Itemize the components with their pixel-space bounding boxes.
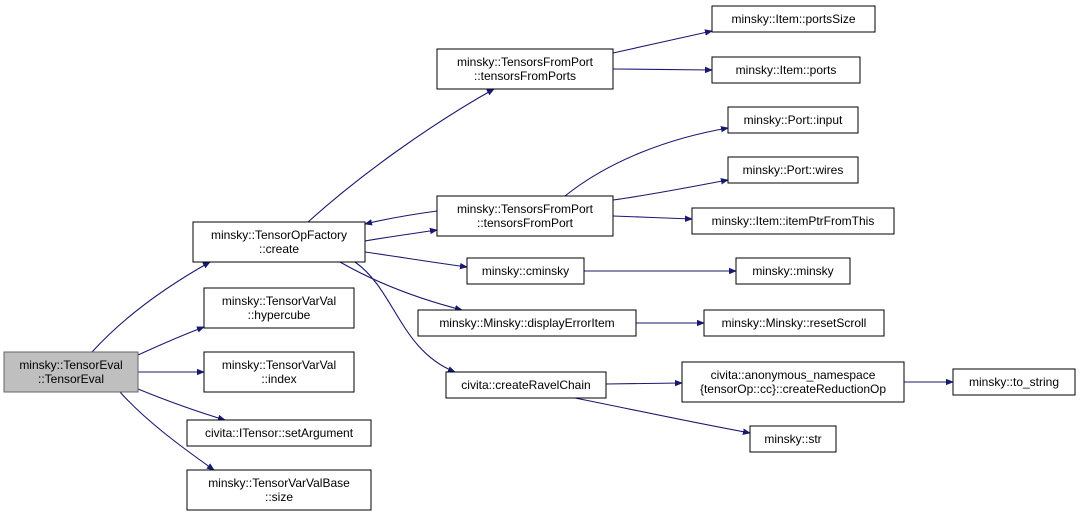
node-port_wires[interactable]: minsky::Port::wires xyxy=(727,156,859,184)
node-label: minsky::Port::wires xyxy=(743,163,844,177)
node-label: minsky::Minsky::resetScroll xyxy=(722,316,867,330)
node-label: minsky::str xyxy=(764,432,821,446)
node-label: ::size xyxy=(265,490,293,504)
node-label: minsky::TensorEval xyxy=(19,358,122,372)
node-box xyxy=(703,309,885,337)
node-box xyxy=(735,257,851,285)
edge-tensoreval-to-itensor_setargument xyxy=(137,388,225,420)
node-label: minsky::TensorsFromPort xyxy=(457,202,594,216)
node-label: ::tensorsFromPorts xyxy=(474,69,576,83)
edge-createravelchain-to-str xyxy=(574,397,750,433)
node-box xyxy=(466,257,585,285)
edge-tfp_tensorsfromport-to-port_input xyxy=(564,128,728,197)
node-box xyxy=(203,351,355,393)
node-item_ports[interactable]: minsky::Item::ports xyxy=(711,56,861,84)
node-label: minsky::to_string xyxy=(969,375,1059,389)
node-box xyxy=(727,106,859,134)
node-opfactory_create[interactable]: minsky::TensorOpFactory::create xyxy=(192,221,366,263)
node-item_portssize[interactable]: minsky::Item::portsSize xyxy=(711,5,876,33)
node-tensoreval[interactable]: minsky::TensorEval::TensorEval xyxy=(3,351,139,393)
node-label: ::index xyxy=(261,372,296,386)
node-box xyxy=(711,5,876,33)
edge-tfp_tensorsfromport-to-item_itemptrfromthis xyxy=(612,216,692,219)
node-label: minsky::TensorVarVal xyxy=(222,294,336,308)
node-tfp_tensorsfromport[interactable]: minsky::TensorsFromPort::tensorsFromPort xyxy=(436,195,614,237)
node-tfp_tensorsfromports[interactable]: minsky::TensorsFromPort::tensorsFromPort… xyxy=(436,48,614,90)
node-box xyxy=(203,287,355,329)
edge-opfactory_create-to-tfp_tensorsfromport xyxy=(364,230,437,242)
node-label: minsky::Item::itemPtrFromThis xyxy=(712,214,875,228)
node-box xyxy=(445,371,607,399)
node-box xyxy=(711,56,861,84)
edge-tensoreval-to-varvalbase_size xyxy=(119,391,214,470)
node-varval_index[interactable]: minsky::TensorVarVal::index xyxy=(203,351,355,393)
node-box xyxy=(192,221,366,263)
edge-opfactory_create-to-displayerroritem xyxy=(339,261,462,310)
node-box xyxy=(749,425,837,453)
node-label: minsky::minsky xyxy=(752,264,833,278)
node-box xyxy=(417,309,637,337)
node-box xyxy=(436,195,614,237)
node-to_string[interactable]: minsky::to_string xyxy=(952,368,1076,396)
nodes-layer: minsky::TensorEval::TensorEvalminsky::Te… xyxy=(3,5,1076,511)
node-box xyxy=(727,156,859,184)
node-label: minsky::TensorOpFactory xyxy=(211,228,347,242)
node-varval_hypercube[interactable]: minsky::TensorVarVal::hypercube xyxy=(203,287,355,329)
edge-tensoreval-to-opfactory_create xyxy=(91,261,210,353)
node-label: {tensorOp::cc}::createReductionOp xyxy=(700,382,886,396)
node-label: civita::anonymous_namespace xyxy=(711,368,876,382)
node-box xyxy=(3,351,139,393)
edge-tfp_tensorsfromport-to-opfactory_create xyxy=(365,210,438,224)
node-box xyxy=(952,368,1076,396)
node-createreductionop[interactable]: civita::anonymous_namespace{tensorOp::cc… xyxy=(681,361,905,403)
node-label: minsky::Item::ports xyxy=(736,63,837,77)
edge-opfactory_create-to-tfp_tensorsfromports xyxy=(307,88,494,223)
node-label: ::create xyxy=(259,242,299,256)
node-label: minsky::Minsky::displayErrorItem xyxy=(439,316,614,330)
node-displayerroritem[interactable]: minsky::Minsky::displayErrorItem xyxy=(417,309,637,337)
node-label: minsky::cminsky xyxy=(482,264,569,278)
node-cminsky[interactable]: minsky::cminsky xyxy=(466,257,585,285)
node-itensor_setargument[interactable]: civita::ITensor::setArgument xyxy=(186,419,372,447)
edge-tensoreval-to-varval_hypercube xyxy=(137,327,204,356)
node-box xyxy=(436,48,614,90)
node-label: ::TensorEval xyxy=(38,372,104,386)
node-varvalbase_size[interactable]: minsky::TensorVarValBase::size xyxy=(186,469,372,511)
node-box xyxy=(186,469,372,511)
edge-tfp_tensorsfromport-to-port_wires xyxy=(612,180,728,201)
node-label: minsky::TensorVarValBase xyxy=(208,476,350,490)
node-port_input[interactable]: minsky::Port::input xyxy=(727,106,859,134)
edges-layer xyxy=(91,31,953,470)
node-minsky_minsky[interactable]: minsky::minsky xyxy=(735,257,851,285)
node-resetscroll[interactable]: minsky::Minsky::resetScroll xyxy=(703,309,885,337)
node-item_itemptrfromthis[interactable]: minsky::Item::itemPtrFromThis xyxy=(691,207,895,235)
node-box xyxy=(681,361,905,403)
node-label: minsky::TensorsFromPort xyxy=(457,55,594,69)
edge-opfactory_create-to-cminsky xyxy=(364,251,467,267)
node-createravelchain[interactable]: civita::createRavelChain xyxy=(445,371,607,399)
node-box xyxy=(186,419,372,447)
edge-createravelchain-to-createreductionop xyxy=(605,383,682,384)
edge-opfactory_create-to-createravelchain xyxy=(354,261,455,373)
node-label: minsky::Item::portsSize xyxy=(731,12,855,26)
node-label: minsky::TensorVarVal xyxy=(222,358,336,372)
node-label: ::hypercube xyxy=(248,308,311,322)
node-label: civita::ITensor::setArgument xyxy=(205,426,354,440)
node-label: minsky::Port::input xyxy=(744,113,843,127)
node-box xyxy=(691,207,895,235)
node-label: ::tensorsFromPort xyxy=(477,216,574,230)
edge-tfp_tensorsfromports-to-item_ports xyxy=(612,69,712,70)
node-str[interactable]: minsky::str xyxy=(749,425,837,453)
node-label: civita::createRavelChain xyxy=(461,378,590,392)
edge-tfp_tensorsfromports-to-item_portssize xyxy=(612,31,712,54)
